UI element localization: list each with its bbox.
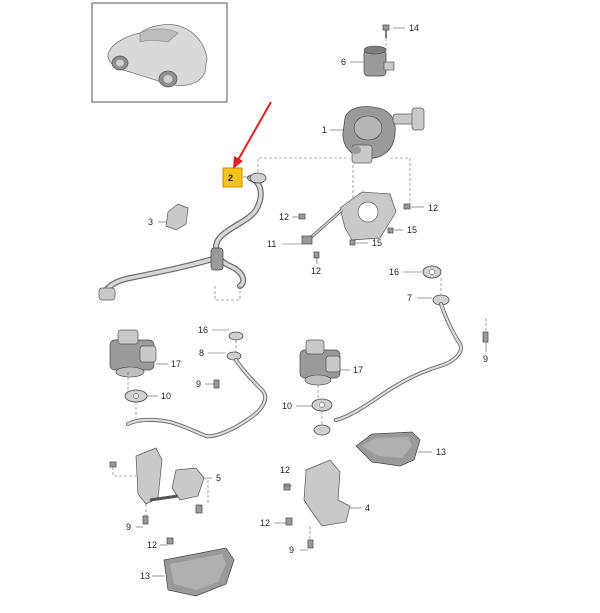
callout-numbers: 14 6 1 2 12 3 12 11 15 15 12 16 7 9 16 1… bbox=[126, 23, 488, 581]
part-3-clip bbox=[165, 203, 189, 231]
right-lower-pipe-end bbox=[313, 424, 331, 436]
part-10-gasket-right bbox=[311, 398, 333, 412]
callout-1[interactable]: 1 bbox=[322, 125, 327, 135]
callout-4[interactable]: 4 bbox=[365, 503, 370, 513]
callout-17-left[interactable]: 17 bbox=[171, 359, 181, 369]
callout-9-lower[interactable]: 9 bbox=[289, 545, 294, 555]
part-13-heat-shield-left bbox=[163, 547, 235, 597]
callout-17-right[interactable]: 17 bbox=[353, 365, 363, 375]
callout-9-right[interactable]: 9 bbox=[483, 354, 488, 364]
callout-15-right[interactable]: 15 bbox=[407, 225, 417, 235]
part-8-pipe bbox=[126, 331, 268, 439]
highlight-arrow bbox=[233, 101, 272, 169]
callout-15-lower[interactable]: 15 bbox=[372, 238, 382, 248]
part-17-valve-left bbox=[109, 329, 157, 378]
callout-16-right[interactable]: 16 bbox=[389, 267, 399, 277]
callout-9-middle[interactable]: 9 bbox=[196, 379, 201, 389]
bracket-bolts bbox=[298, 203, 411, 259]
leader-lines bbox=[136, 27, 487, 577]
callout-12-lower-left[interactable]: 12 bbox=[147, 540, 157, 550]
part-5-bracket bbox=[109, 447, 205, 545]
pump-bracket bbox=[301, 191, 397, 245]
callout-12-right[interactable]: 12 bbox=[428, 203, 438, 213]
callout-11[interactable]: 11 bbox=[267, 239, 276, 249]
callout-12-upper[interactable]: 12 bbox=[279, 212, 289, 222]
callout-13-left[interactable]: 13 bbox=[140, 571, 150, 581]
callout-7[interactable]: 7 bbox=[407, 293, 412, 303]
part-1-air-pump bbox=[342, 106, 425, 164]
part-4-bracket bbox=[283, 459, 351, 549]
callout-10-left[interactable]: 10 bbox=[161, 391, 171, 401]
right-pipe-assembly bbox=[334, 265, 489, 422]
callout-10-right[interactable]: 10 bbox=[282, 401, 292, 411]
part-10-gasket-left bbox=[124, 389, 148, 403]
part-14-bolt bbox=[382, 24, 390, 38]
callout-6[interactable]: 6 bbox=[341, 57, 346, 67]
callout-9-left[interactable]: 9 bbox=[126, 522, 131, 532]
callout-8[interactable]: 8 bbox=[199, 348, 204, 358]
callout-12-lower-right[interactable]: 12 bbox=[260, 518, 270, 528]
callout-12-bracket[interactable]: 12 bbox=[311, 266, 321, 276]
vehicle-thumbnail bbox=[91, 2, 228, 103]
part-2-highlight bbox=[222, 167, 243, 188]
callout-14[interactable]: 14 bbox=[409, 23, 419, 33]
part-17-valve-right bbox=[299, 339, 341, 386]
part-2-hose bbox=[98, 172, 267, 301]
callout-13-right[interactable]: 13 bbox=[436, 447, 446, 457]
callout-3[interactable]: 3 bbox=[148, 217, 153, 227]
callout-2[interactable]: 2 bbox=[228, 173, 233, 183]
callout-12-bracket4[interactable]: 12 bbox=[280, 465, 290, 475]
callout-16-middle[interactable]: 16 bbox=[198, 325, 208, 335]
dashed-reference-lines bbox=[112, 38, 487, 540]
callout-5[interactable]: 5 bbox=[216, 473, 221, 483]
part-13-heat-shield-right bbox=[355, 431, 421, 467]
part-6-solenoid bbox=[363, 45, 395, 77]
